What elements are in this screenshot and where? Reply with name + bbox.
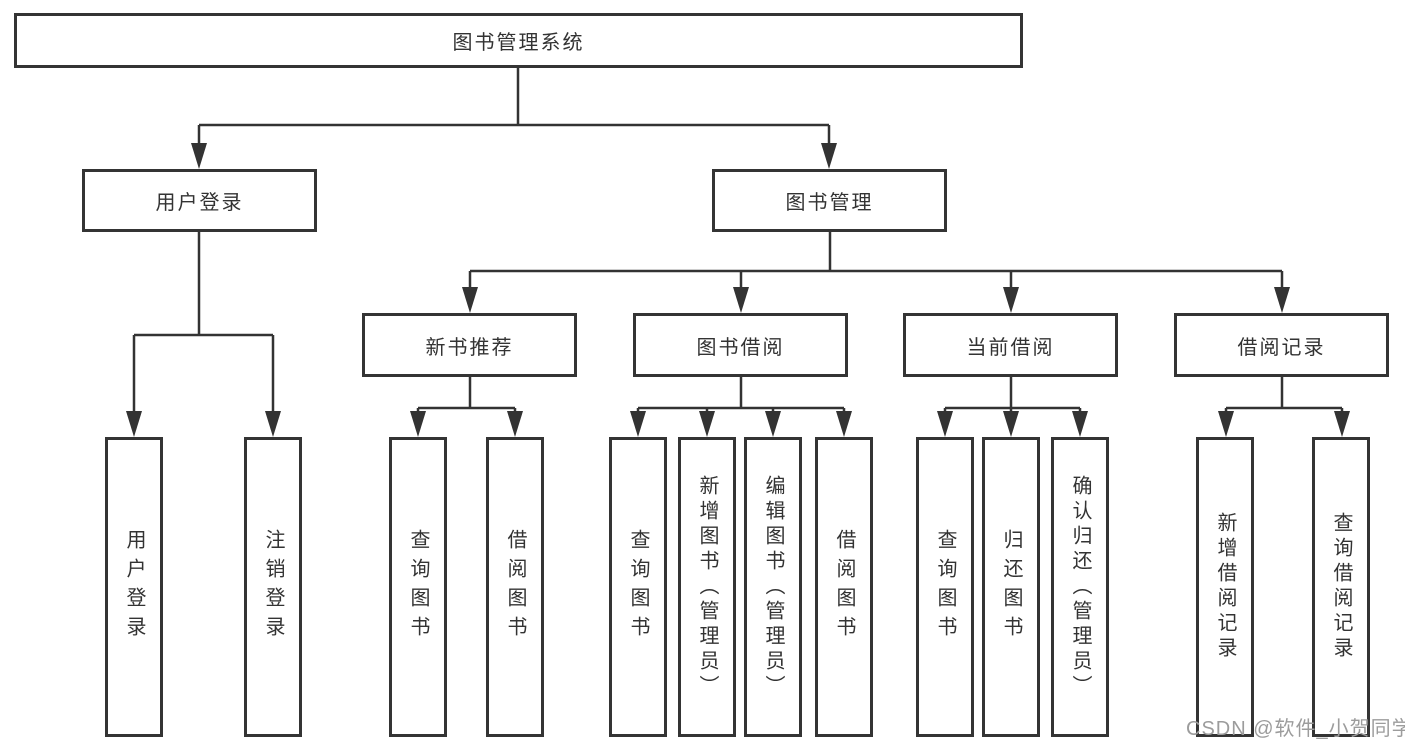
node-book-management: 图书管理 bbox=[712, 169, 947, 232]
leaf-borrowing-query-books-label: 查询图书 bbox=[627, 529, 649, 645]
node-user-login: 用户登录 bbox=[82, 169, 317, 232]
leaf-newbooks-query-books-label: 查询图书 bbox=[407, 529, 429, 645]
leaf-newbooks-query-books: 查询图书 bbox=[389, 437, 447, 737]
leaf-borrowing-add-books-admin-label: 新增图书（管理员） bbox=[696, 474, 718, 700]
leaf-records-query-record: 查询借阅记录 bbox=[1312, 437, 1370, 737]
node-new-book-recommend-label: 新书推荐 bbox=[425, 336, 514, 359]
leaf-current-confirm-return-admin-label: 确认归还（管理员） bbox=[1069, 474, 1091, 700]
leaf-records-add-record: 新增借阅记录 bbox=[1196, 437, 1254, 737]
leaf-records-add-record-label: 新增借阅记录 bbox=[1214, 512, 1236, 662]
leaf-borrowing-add-books-admin: 新增图书（管理员） bbox=[678, 437, 736, 737]
node-book-borrowing-label: 图书借阅 bbox=[696, 336, 785, 359]
leaf-records-query-record-label: 查询借阅记录 bbox=[1330, 512, 1352, 662]
leaf-newbooks-borrow-books-label: 借阅图书 bbox=[504, 529, 526, 645]
csdn-watermark: CSDN @软件_小贺同学 bbox=[1186, 718, 1405, 740]
node-book-management-label: 图书管理 bbox=[785, 192, 874, 214]
node-root-label: 图书管理系统 bbox=[452, 32, 585, 54]
node-new-book-recommend: 新书推荐 bbox=[362, 313, 577, 377]
leaf-user-login: 用户登录 bbox=[105, 437, 163, 737]
leaf-newbooks-borrow-books: 借阅图书 bbox=[486, 437, 544, 737]
node-user-login-label: 用户登录 bbox=[155, 192, 244, 214]
node-root: 图书管理系统 bbox=[14, 13, 1023, 68]
leaf-borrowing-query-books: 查询图书 bbox=[609, 437, 667, 737]
node-current-borrowing: 当前借阅 bbox=[903, 313, 1118, 377]
node-borrow-records-label: 借阅记录 bbox=[1237, 336, 1326, 359]
leaf-user-login-label: 用户登录 bbox=[123, 529, 145, 645]
leaf-current-return-books: 归还图书 bbox=[982, 437, 1040, 737]
node-borrow-records: 借阅记录 bbox=[1174, 313, 1389, 377]
leaf-current-confirm-return-admin: 确认归还（管理员） bbox=[1051, 437, 1109, 737]
leaf-borrowing-edit-books-admin-label: 编辑图书（管理员） bbox=[762, 474, 784, 700]
leaf-logout: 注销登录 bbox=[244, 437, 302, 737]
node-current-borrowing-label: 当前借阅 bbox=[966, 336, 1055, 359]
leaf-borrowing-borrow-books: 借阅图书 bbox=[815, 437, 873, 737]
leaf-logout-label: 注销登录 bbox=[262, 529, 284, 645]
leaf-borrowing-borrow-books-label: 借阅图书 bbox=[833, 529, 855, 645]
leaf-borrowing-edit-books-admin: 编辑图书（管理员） bbox=[744, 437, 802, 737]
leaf-current-query-books-label: 查询图书 bbox=[934, 529, 956, 645]
node-book-borrowing: 图书借阅 bbox=[633, 313, 848, 377]
leaf-current-query-books: 查询图书 bbox=[916, 437, 974, 737]
leaf-current-return-books-label: 归还图书 bbox=[1000, 529, 1022, 645]
